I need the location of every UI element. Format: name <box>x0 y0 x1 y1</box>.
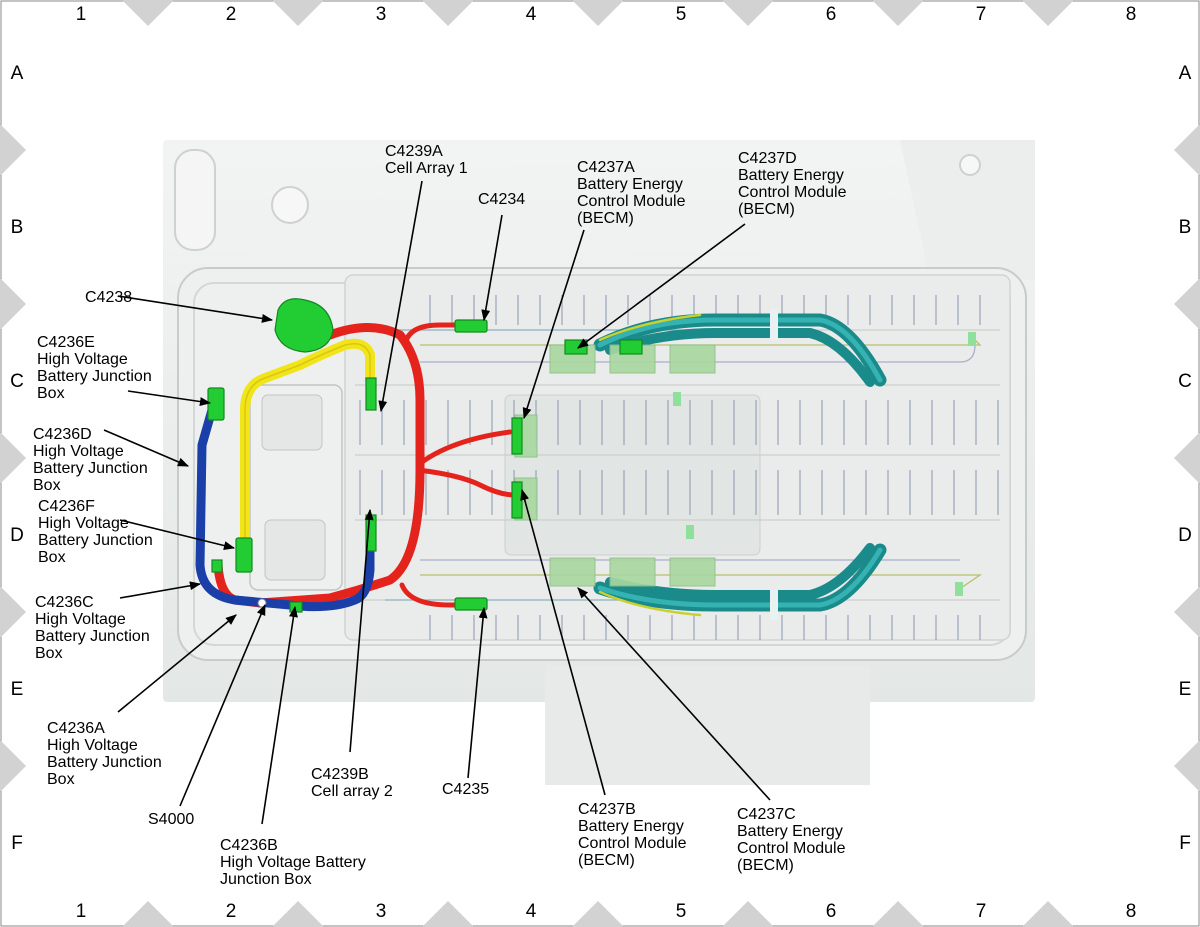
grid-row-left-D: D <box>10 525 24 546</box>
connector-c4236f <box>235 537 253 573</box>
grid-col-top-8: 8 <box>1126 4 1137 25</box>
grid-marker <box>0 586 26 638</box>
grid-col-top-5: 5 <box>676 4 687 25</box>
grid-marker <box>272 0 324 26</box>
grid-marker <box>1174 740 1200 792</box>
grid-marker <box>122 901 174 927</box>
grid-col-bottom-2: 2 <box>226 901 237 922</box>
blue-harness <box>195 405 375 612</box>
connector-c4236e <box>207 387 225 421</box>
grid-row-left-B: B <box>11 217 24 238</box>
grid-marker <box>722 0 774 26</box>
grid-marker <box>572 0 624 26</box>
grid-row-right-B: B <box>1179 217 1192 238</box>
teal-harness-lower <box>593 543 887 620</box>
label-c4238: C4238 <box>85 289 132 306</box>
label-c4234: C4234 <box>478 191 525 208</box>
grid-marker <box>1174 124 1200 176</box>
grid-marker <box>872 0 924 26</box>
grid-marker <box>0 740 26 792</box>
grid-row-left-F: F <box>11 833 23 854</box>
becm-modules <box>514 344 716 587</box>
connector-c4237d <box>619 339 643 355</box>
grid-row-right-C: C <box>1178 371 1192 392</box>
grid-col-top-4: 4 <box>526 4 537 25</box>
grid-col-top-2: 2 <box>226 4 237 25</box>
connector-c4234 <box>454 319 488 333</box>
grid-col-top-3: 3 <box>376 4 387 25</box>
grid-marker <box>0 278 26 330</box>
grid-row-right-F: F <box>1179 833 1191 854</box>
connector-c4239a <box>365 377 377 411</box>
battery-tray-illustration <box>163 140 1035 785</box>
connector-c4237a <box>564 339 588 355</box>
grid-marker <box>722 901 774 927</box>
connector-c4235 <box>454 597 488 611</box>
label-c4235: C4235 <box>442 781 489 798</box>
connector-c4238 <box>274 298 334 353</box>
grid-marker <box>1174 432 1200 484</box>
label-s4000: S4000 <box>148 811 194 828</box>
grid-col-bottom-8: 8 <box>1126 901 1137 922</box>
grid-col-bottom-1: 1 <box>76 901 87 922</box>
connector-c4236b <box>289 601 303 613</box>
grid-col-bottom-3: 3 <box>376 901 387 922</box>
connector-c4236c <box>211 559 223 573</box>
grid-col-bottom-4: 4 <box>526 901 537 922</box>
grid-col-top-6: 6 <box>826 4 837 25</box>
connector-c4237b-2 <box>511 481 523 519</box>
grid-col-bottom-6: 6 <box>826 901 837 922</box>
grid-marker <box>422 901 474 927</box>
grid-marker <box>572 901 624 927</box>
grid-col-bottom-7: 7 <box>976 901 987 922</box>
connector-c4237b <box>511 417 523 455</box>
connectors <box>207 298 976 613</box>
grid-marker <box>422 0 474 26</box>
grid-row-right-D: D <box>1178 525 1192 546</box>
grid-col-top-1: 1 <box>76 4 87 25</box>
grid-marker <box>1022 901 1074 927</box>
grid-col-top-7: 7 <box>976 4 987 25</box>
grid-marker <box>1174 586 1200 638</box>
grid-row-left-C: C <box>10 371 24 392</box>
grid-marker <box>0 432 26 484</box>
grid-col-bottom-5: 5 <box>676 901 687 922</box>
grid-row-right-E: E <box>1179 679 1192 700</box>
grid-marker <box>1174 278 1200 330</box>
grid-row-right-A: A <box>1179 63 1192 84</box>
grid-row-left-E: E <box>11 679 24 700</box>
grid-marker <box>1022 0 1074 26</box>
callout-leaders <box>103 180 771 825</box>
grid-marker <box>272 901 324 927</box>
grid-marker <box>0 124 26 176</box>
grid-marker <box>122 0 174 26</box>
yellow-harness <box>240 338 375 545</box>
grid-row-left-A: A <box>11 63 24 84</box>
grid-marker <box>872 901 924 927</box>
